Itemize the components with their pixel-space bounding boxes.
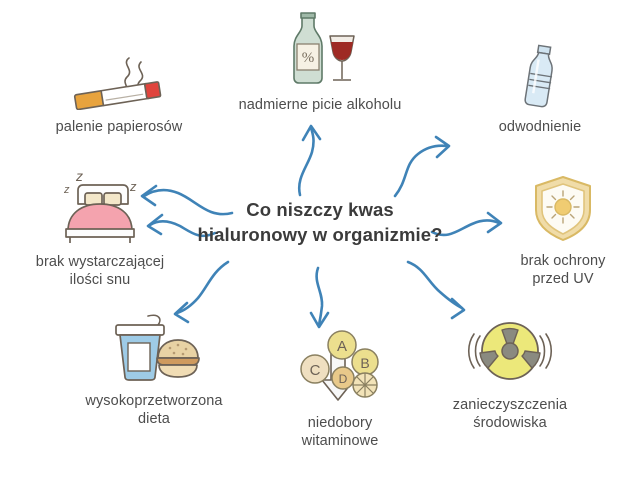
sleep-z-medium: z [75,168,83,184]
sleep-z-small: z [63,184,70,196]
node-dehydration: odwodnienie [452,42,628,137]
vitamin-letter-b: B [360,355,369,371]
node-sleep-label: brak wystarczającej ilości snu [35,254,165,288]
node-dehydration-label: odwodnienie [498,119,582,135]
node-pollution: zanieczyszczenia środowiska [412,316,608,432]
bottle-percent-label: % [302,50,315,66]
page-title: Co niszczy kwas hialuronowy w organizmie… [197,199,443,245]
bed-sleep-icon: z z z [50,163,150,250]
arrow-to-dehydration [393,135,451,198]
node-alcohol: % nadmierne picie alkoholu [210,6,430,115]
arrow-to-pollution [406,260,466,320]
node-smoking: palenie papierosów [24,48,214,137]
node-uv-label: brak ochrony przed UV [520,253,606,287]
node-vitamins-label: niedobory witaminowe [301,415,379,449]
vitamin-letter-a: A [337,338,347,355]
node-sleep: z z z brak wystarczającej ilości snu [10,163,190,289]
node-smoking-label: palenie papierosów [55,119,183,135]
sun-shield-icon [528,172,598,249]
node-vitamins: A B C D niedobory wi [262,328,418,450]
alcohol-bottle-and-wine-glass-icon: % [277,6,363,93]
node-pollution-label: zanieczyszczenia środowiska [452,397,568,431]
radiation-hazard-icon [464,316,556,393]
water-bottle-icon [509,42,571,115]
vitamin-deficiency-icon: A B C D [298,328,382,411]
node-diet: wysokoprzetworzona dieta [58,312,250,428]
vitamin-letter-d: D [339,372,348,386]
vitamin-letter-c: C [310,362,321,379]
node-diet-label: wysokoprzetworzona dieta [85,393,223,427]
cigarette-icon [65,48,173,115]
fast-food-icon [102,312,206,389]
node-uv: brak ochrony przed UV [488,172,638,288]
sleep-z-right: z [129,179,137,194]
orange-slice-icon [352,372,378,398]
arrow-to-alcohol [297,124,322,197]
node-alcohol-label: nadmierne picie alkoholu [238,97,402,113]
arrow-to-vitamins [309,266,330,329]
